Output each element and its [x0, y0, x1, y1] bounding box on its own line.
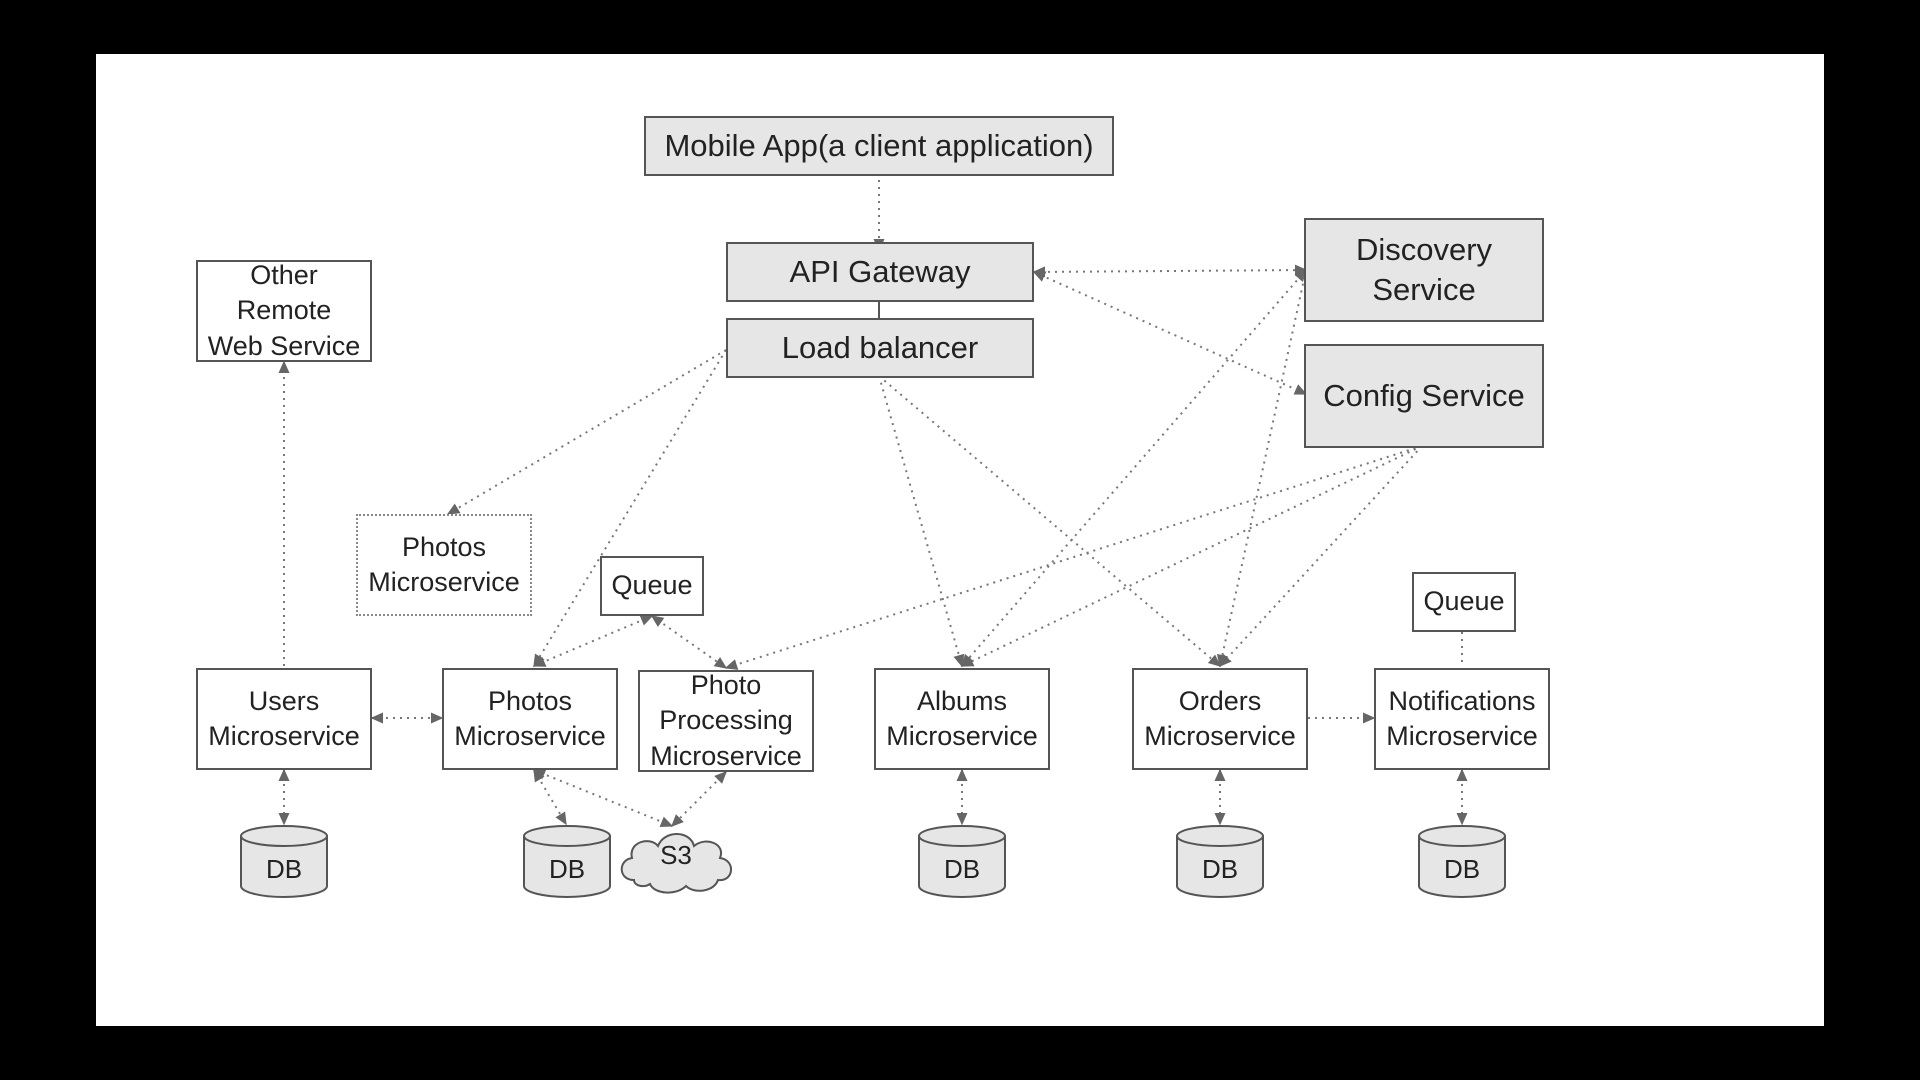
edge-photos-queue: [532, 615, 654, 667]
edge-queue-photoproc: [650, 615, 728, 669]
edge-lb-photos-dashed: [446, 349, 727, 515]
queue-photos-box: Queue: [600, 556, 704, 616]
edge-photoproc-s3: [671, 771, 727, 827]
queue-notifications-box: Queue: [1412, 572, 1516, 632]
db-notifications-cylinder: DB: [1417, 824, 1507, 900]
photos-microservice-box: Photos Microservice: [442, 668, 618, 770]
edge-config-albums: [960, 445, 1423, 667]
s3-cloud: S3: [614, 822, 738, 898]
db-orders-label: DB: [1201, 854, 1239, 884]
config-service-box: Config Service: [1304, 344, 1544, 448]
db-albums-label: DB: [943, 854, 981, 884]
database-icon: [523, 825, 611, 898]
notifications-microservice-box: Notifications Microservice: [1374, 668, 1550, 770]
cloud-icon: [620, 833, 732, 894]
connections-layer: [278, 180, 1468, 827]
albums-microservice-box: Albums Microservice: [874, 668, 1050, 770]
edge-discovery-orders: [1216, 269, 1307, 668]
db-users-label: DB: [265, 854, 303, 884]
edge-lb-photos: [533, 349, 727, 668]
photos-microservice-dashed-box: Photos Microservice: [356, 514, 532, 616]
photo-processing-microservice-box: Photo Processing Microservice: [638, 670, 814, 772]
edge-config-photoproc: [724, 445, 1423, 670]
edge-config-orders: [1219, 445, 1423, 668]
api-gateway-box: API Gateway: [726, 242, 1034, 302]
db-photos-cylinder: DB: [522, 824, 612, 900]
edge-photos-db: [533, 768, 567, 826]
mobile-app-box: Mobile App(a client application): [644, 116, 1114, 176]
db-albums-cylinder: DB: [917, 824, 1007, 900]
database-icon: [918, 825, 1006, 898]
discovery-service-box: Discovery Service: [1304, 218, 1544, 322]
diagram-canvas: Mobile App(a client application) API Gat…: [96, 54, 1824, 1026]
db-notifications-label: DB: [1443, 854, 1481, 884]
s3-label: S3: [660, 840, 692, 870]
edge-gateway-discovery: [1032, 264, 1308, 278]
edge-gateway-config: [1032, 271, 1308, 395]
edge-lb-albums: [878, 375, 965, 668]
users-microservice-box: Users Microservice: [196, 668, 372, 770]
db-orders-cylinder: DB: [1175, 824, 1265, 900]
load-balancer-box: Load balancer: [726, 318, 1034, 378]
db-photos-label: DB: [548, 854, 586, 884]
edge-photos-s3: [532, 769, 674, 827]
db-users-cylinder: DB: [239, 824, 329, 900]
database-icon: [240, 825, 328, 898]
orders-microservice-box: Orders Microservice: [1132, 668, 1308, 770]
database-icon: [1418, 825, 1506, 898]
edge-lb-orders: [878, 375, 1222, 667]
database-icon: [1176, 825, 1264, 898]
other-remote-web-service-box: Other Remote Web Service: [196, 260, 372, 362]
